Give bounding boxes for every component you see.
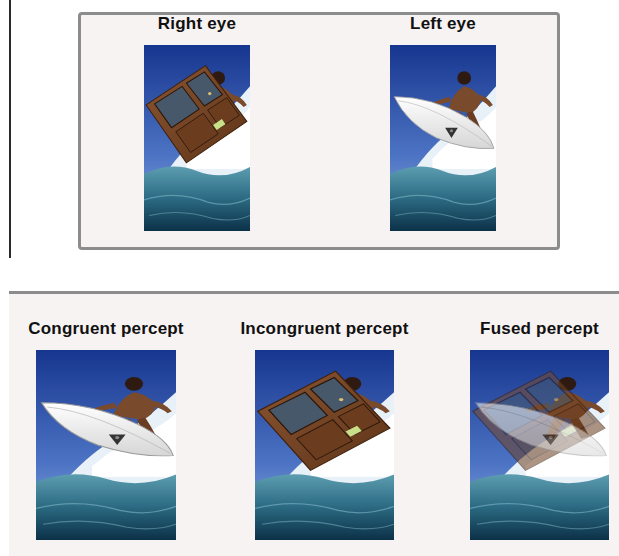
image-heading: Fused percept [410, 319, 619, 339]
percept-image: Fused percept [470, 350, 609, 540]
surfboard-photo [390, 45, 496, 231]
eye-image: Right eye [144, 45, 250, 231]
eye-image: Left eye [390, 45, 496, 231]
surfboard-photo [36, 350, 176, 540]
divider-line [9, 0, 11, 258]
image-heading: Congruent percept [0, 319, 236, 339]
image-heading: Left eye [330, 14, 556, 34]
percept-image: Congruent percept [36, 350, 176, 540]
door-photo [144, 45, 250, 231]
image-heading: Incongruent percept [195, 319, 454, 339]
image-heading: Right eye [84, 14, 310, 34]
percept-image: Incongruent percept [255, 350, 394, 540]
fused-photo [470, 350, 609, 540]
door-photo [255, 350, 394, 540]
